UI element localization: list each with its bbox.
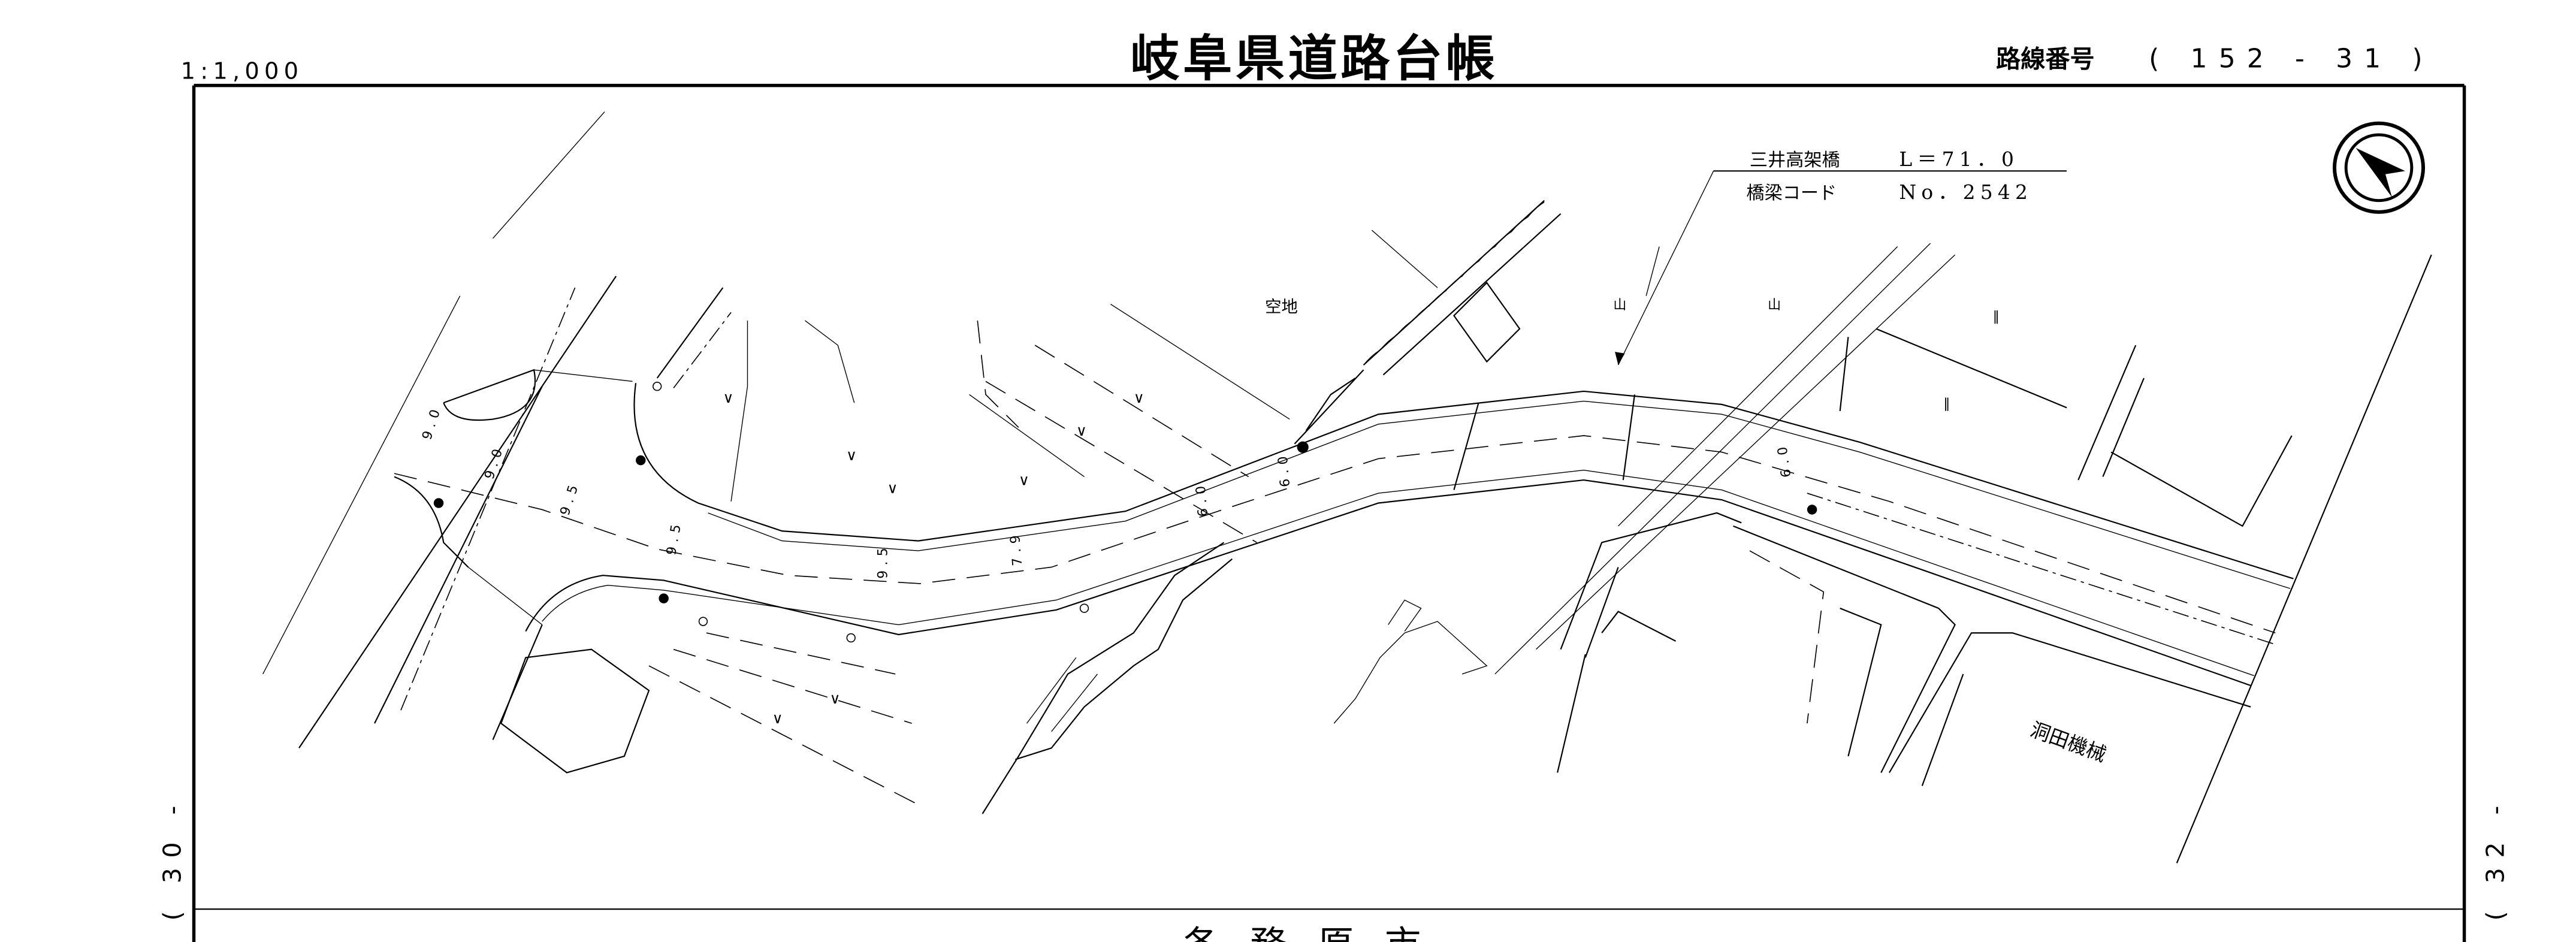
adjacent-sheet-left: ( 30 - <box>158 796 187 920</box>
adjacent-sheet-right: ( 32 - <box>2481 796 2509 920</box>
bridge-length: L＝71．0 <box>1899 147 2019 171</box>
forest-symbol: 山 <box>1613 298 1626 313</box>
utility-markers <box>433 382 1817 643</box>
bridge-code-value: No．2542 <box>1899 180 2033 204</box>
vacant-lot-label: 空地 <box>1265 298 1298 316</box>
forest-symbol: 山 <box>1768 298 1781 313</box>
road-width-label: 9.5 <box>558 479 583 517</box>
pole-icon <box>1079 603 1089 613</box>
manhole-icon <box>433 498 444 508</box>
manhole-icon <box>636 455 646 466</box>
field-symbol: ∨ <box>1019 471 1029 488</box>
bridge-code-label: 橋梁コード <box>1746 183 1837 204</box>
pole-icon <box>698 617 708 626</box>
paddy-symbol: ‖ <box>1943 396 1950 411</box>
manhole-icon <box>1807 505 1817 515</box>
bridge-info: 三井高架橋 L＝71．0 橋梁コード No．2542 <box>1615 147 2067 366</box>
road-width-label: 9.0 <box>419 403 445 442</box>
road-width-label: 7.9 <box>1007 530 1025 567</box>
route-number-label: 路線番号 <box>1996 44 2094 73</box>
road-width-label: 9.5 <box>664 518 685 556</box>
road-width-label: 6.0 <box>1193 481 1211 518</box>
road-width-label: 9.5 <box>876 543 891 579</box>
field-symbol: ∨ <box>1076 422 1087 439</box>
river-bank <box>648 303 1488 814</box>
pole-icon <box>653 382 662 391</box>
field-symbol: ∨ <box>1134 389 1144 406</box>
road-width-label: 6.0 <box>1774 441 1794 478</box>
north-arrow-icon <box>2332 121 2426 214</box>
embankment <box>1294 200 1562 445</box>
scale-label: 1:1,000 <box>181 58 304 85</box>
manhole-icon <box>1297 441 1309 453</box>
route-number-value: ( 152 - 31 ) <box>2149 43 2434 74</box>
bridge-name: 三井高架橋 <box>1750 150 1840 171</box>
land-use-symbols: 山 山 ‖ ‖ ∨ ∨ ∨ ∨ ∨ ∨ ∨ ∨ <box>723 298 1999 727</box>
pole-icon <box>846 633 856 643</box>
side-roads <box>262 111 2432 864</box>
manhole-icon <box>659 593 669 603</box>
field-symbol: ∨ <box>723 389 733 406</box>
company-label: 洞田機械 <box>2027 717 2109 766</box>
road-width-label: 6.0 <box>1275 451 1293 488</box>
paddy-symbol: ‖ <box>1993 309 2000 324</box>
map-frame <box>192 83 2466 942</box>
main-road <box>394 383 2294 687</box>
field-symbol: ∨ <box>830 690 841 707</box>
field-symbol: ∨ <box>846 446 857 464</box>
city-name: 各 務 原 市 <box>1183 924 1431 942</box>
field-symbol: ∨ <box>887 479 898 497</box>
sheet-title: 岐阜県道路台帳 <box>1130 31 1498 87</box>
field-symbol: ∨ <box>772 709 783 727</box>
